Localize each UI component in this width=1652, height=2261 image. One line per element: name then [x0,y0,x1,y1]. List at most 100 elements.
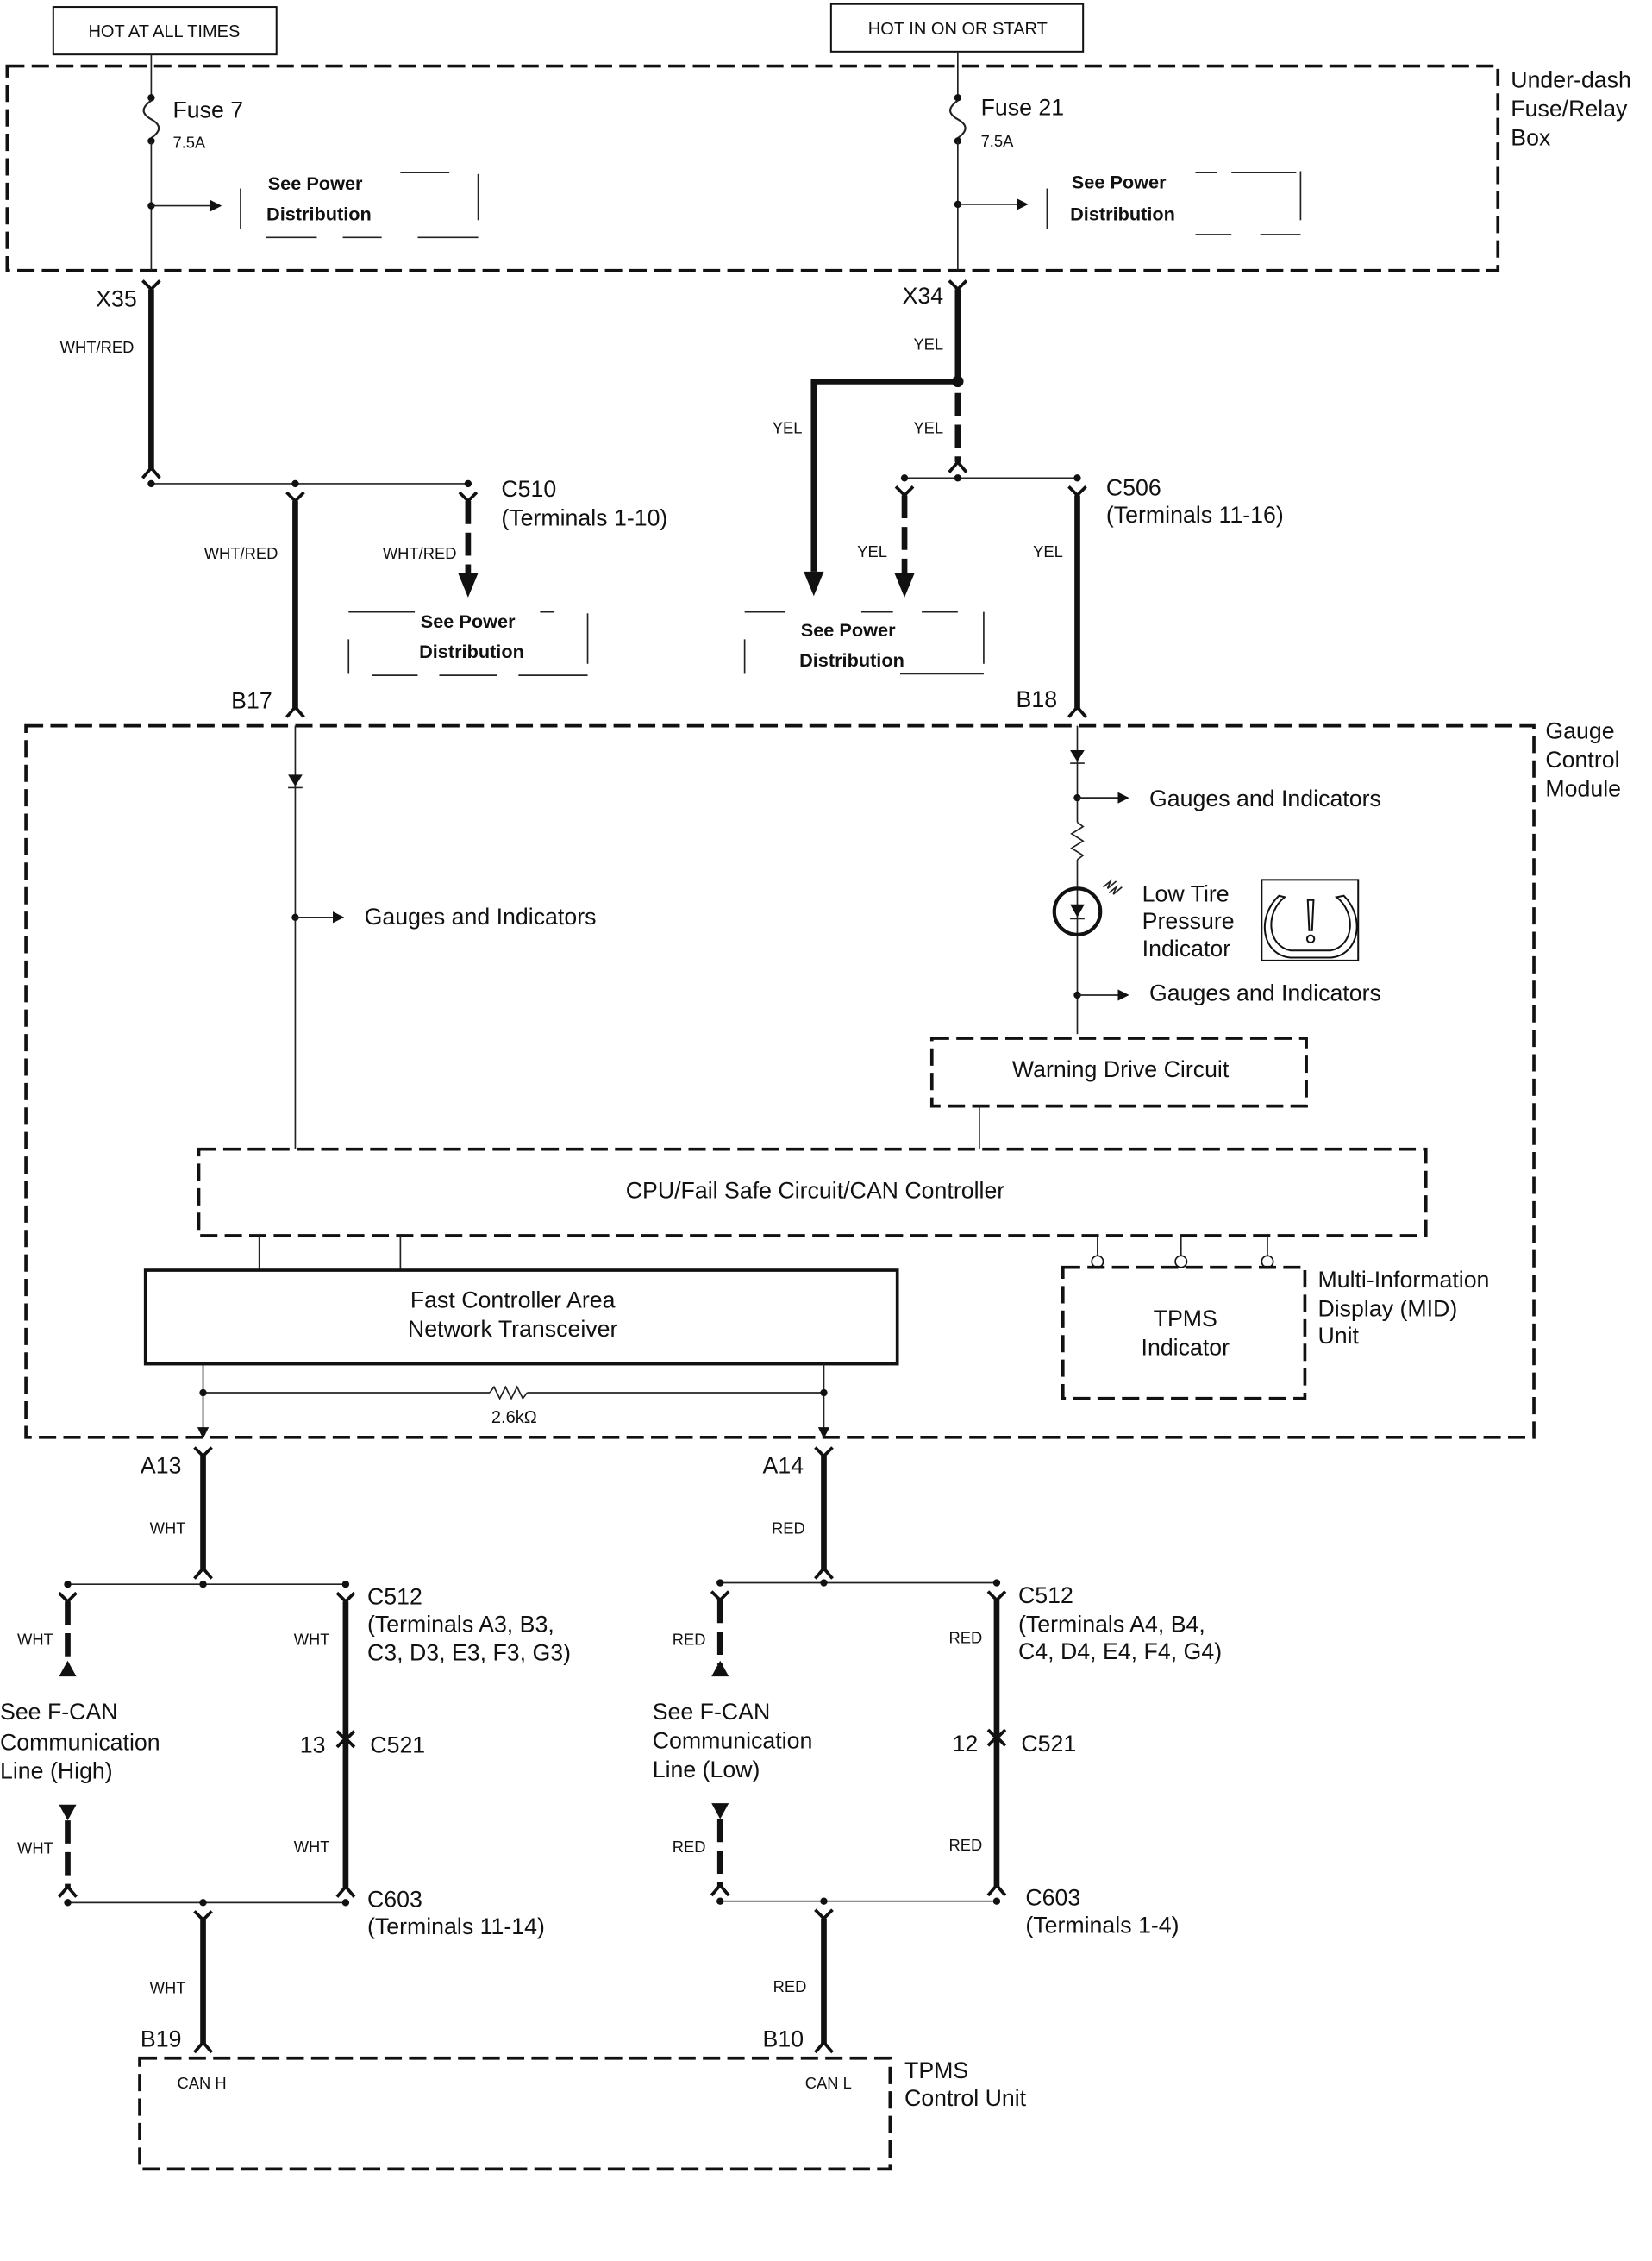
can-l-label: CAN L [805,2074,852,2092]
hot-at-all-times-box: HOT AT ALL TIMES [52,6,278,56]
distribution-text-4: Distribution [799,649,904,671]
low-tire-label-line-3: Indicator [1142,936,1231,961]
wire-label-wht-red-3: WHT/RED [383,544,457,562]
gauge-label-line-1: Gauge [1545,718,1614,744]
b17-label: B17 [231,688,272,714]
tpms-indicator-line-2: Indicator [1142,1335,1230,1361]
fcan-high-line-2: Communication [0,1729,160,1755]
wire-label-wht-2: WHT [17,1630,53,1648]
wire-label-yel-2: YEL [773,419,803,437]
gauges-indicators-right-2: Gauges and Indicators [1149,980,1381,1006]
wire-label-wht-red-2: WHT/RED [204,544,278,562]
wire-yel-to-power-a [810,379,955,572]
termination-resistor-icon [489,1385,529,1400]
mid-label-line-1: Multi-Information [1317,1267,1489,1293]
underdash-label-line-2: Fuse/Relay [1511,96,1628,122]
mid-unit-box: TPMS Indicator Multi-Information Display… [1061,1265,1489,1400]
a13-label: A13 [141,1453,182,1479]
fuse-21-name: Fuse 21 [981,94,1065,120]
c603-left-terms: (Terminals 11-14) [367,1913,545,1939]
low-tire-lamp-icon [1052,879,1123,936]
c512-right-terms-1: (Terminals A4, B4, [1018,1611,1205,1637]
see-power-text-1: See Power [268,172,363,194]
warning-drive-label: Warning Drive Circuit [1012,1056,1230,1082]
fcan-low-line-2: Communication [653,1728,813,1754]
can-h-label: CAN H [177,2074,226,2092]
see-power-distribution-ref-4[interactable]: See Power Distribution [743,611,985,675]
see-power-distribution-ref-1[interactable]: See Power Distribution [240,172,479,239]
wire-label-red-6: RED [773,1977,807,1995]
fast-can-transceiver-box: Fast Controller Area Network Transceiver [143,1268,899,1366]
tpms-unit-label-line-2: Control Unit [904,2085,1027,2111]
see-power-distribution-ref-3[interactable]: See Power Distribution [347,611,589,676]
low-tire-label-line-1: Low Tire [1142,880,1230,906]
distribution-text-2: Distribution [1070,203,1175,224]
fcan-label-line-2: Network Transceiver [408,1316,618,1342]
wire-label-wht-3: WHT [17,1839,53,1857]
fuse-icon [142,99,160,139]
fuse-icon [949,99,967,139]
wire-label-red-2: RED [673,1630,706,1648]
fuse-7: Fuse 7 7.5A [142,54,243,271]
c603-left-label: C603 [367,1886,422,1912]
c603-right-terms: (Terminals 1-4) [1025,1912,1179,1938]
wire-label-yel-1: YEL [913,335,943,354]
fcan-high-line-1: See F-CAN [0,1699,118,1725]
wire-label-wht-4: WHT [294,1630,330,1648]
cpu-fail-safe-can-controller-box: CPU/Fail Safe Circuit/CAN Controller [197,1147,1428,1237]
hot-in-on-or-start-label: HOT IN ON OR START [868,20,1048,39]
see-power-text-2: See Power [1072,172,1167,193]
low-tire-label-line-2: Pressure [1142,908,1235,934]
gauges-indicators-left: Gauges and Indicators [365,904,597,930]
gauges-indicators-right-1: Gauges and Indicators [1149,786,1381,811]
c521-right-label: C521 [1021,1731,1076,1757]
tpms-control-unit-box: CAN H CAN L TPMS Control Unit [138,2056,1027,2171]
wire-label-yel-3: YEL [913,419,943,437]
warning-drive-circuit-box: Warning Drive Circuit [929,1037,1308,1108]
tpms-warning-icon [1261,879,1360,961]
b18-label: B18 [1017,686,1058,712]
fcan-high-reference[interactable]: See F-CAN Communication Line (High) [0,1699,160,1783]
a14-label: A14 [763,1453,804,1479]
c510-terminals: (Terminals 1-10) [501,504,667,530]
mid-label-line-2: Display (MID) [1317,1295,1457,1321]
c506-terminals: (Terminals 11-16) [1106,502,1284,528]
wire-label-red-5: RED [948,1836,982,1854]
gauge-label-line-3: Module [1545,775,1621,801]
fcan-low-line-1: See F-CAN [653,1699,771,1725]
c512-left-terms-2: C3, D3, E3, F3, G3) [367,1640,571,1666]
see-power-distribution-ref-2[interactable]: See Power Distribution [1046,171,1302,235]
wire-label-wht-1: WHT [150,1519,186,1538]
wire-label-wht-red-1: WHT/RED [60,338,135,356]
fcan-label-line-1: Fast Controller Area [410,1287,616,1312]
fcan-high-line-3: Line (High) [0,1758,113,1784]
resistor-icon [1070,821,1085,861]
wire-label-yel-5: YEL [1033,542,1063,561]
c603-right-label: C603 [1025,1885,1080,1911]
tpms-indicator-line-1: TPMS [1154,1306,1217,1331]
c512-right-label: C512 [1018,1582,1073,1608]
wire-label-red-4: RED [948,1629,982,1647]
b10-label: B10 [763,2026,804,2051]
fuse-7-rating: 7.5A [172,134,206,152]
wire-label-red-1: RED [772,1519,805,1538]
tpms-unit-label-line-1: TPMS [904,2057,968,2083]
wire-label-wht-5: WHT [294,1838,330,1856]
c521-right-pin: 12 [952,1731,978,1757]
fuse-7-name: Fuse 7 [172,97,243,123]
fuse-21-rating: 7.5A [981,132,1015,150]
c506-label: C506 [1106,474,1161,500]
see-power-text-4: See Power [801,619,896,641]
hot-at-all-times-label: HOT AT ALL TIMES [88,22,240,41]
c512-left-label: C512 [367,1584,422,1610]
c512-right-terms-2: C4, D4, E4, F4, G4) [1018,1638,1222,1664]
mid-label-line-3: Unit [1317,1323,1359,1349]
c512-left-terms-1: (Terminals A3, B3, [367,1611,554,1637]
x34-label: X34 [903,283,944,309]
wire-label-wht-6: WHT [150,1979,186,1997]
underdash-label-line-1: Under-dash [1511,67,1631,93]
fcan-low-reference[interactable]: See F-CAN Communication Line (Low) [653,1699,813,1782]
c510-label: C510 [501,476,556,502]
c521-left-pin: 13 [300,1732,326,1758]
